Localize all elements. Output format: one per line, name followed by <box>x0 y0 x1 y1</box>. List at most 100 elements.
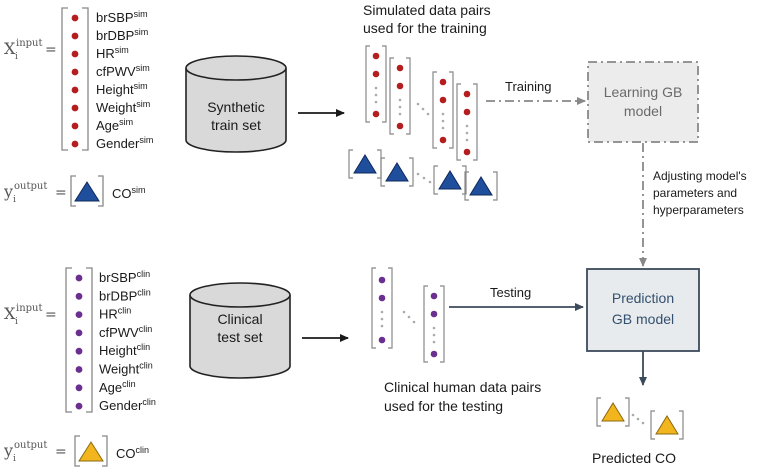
sim-vector <box>432 71 454 149</box>
equals-sign: = <box>55 444 67 460</box>
y-superscript: output <box>14 440 47 451</box>
learning-gb-model-box: Learning GB model <box>587 61 699 143</box>
clin-output-triangle-icon <box>78 441 104 462</box>
learning-model-line2: model <box>624 103 662 119</box>
feature-dot <box>75 402 83 410</box>
prediction-gb-model-box: Prediction GB model <box>586 268 700 352</box>
clin-vector <box>371 267 393 349</box>
equals-sign: = <box>45 42 57 58</box>
x-symbol: X <box>4 304 16 323</box>
feature-label-gender: Gendersim <box>96 135 153 151</box>
sim-pairs-caption-line1: Simulated data pairs <box>363 2 491 18</box>
y-symbol: y <box>3 182 13 201</box>
clin-vector <box>423 285 445 363</box>
prediction-model-line1: Prediction <box>612 290 674 306</box>
prediction-model-line2: GB model <box>612 311 674 327</box>
x-symbol: X <box>4 39 16 58</box>
blue-triangle-icon <box>438 170 462 190</box>
feature-dot <box>71 104 79 112</box>
feature-dot <box>71 86 79 94</box>
sim-feature-list: brSBPsimbrDBPsimHRsimcfPWVsimHeightsimWe… <box>96 9 153 151</box>
feature-dot <box>75 347 83 355</box>
sim-feature-dots <box>71 14 79 148</box>
yellow-triangle-icon <box>655 415 679 435</box>
clin-feature-dots <box>75 274 83 410</box>
x-subscript: i <box>15 52 18 62</box>
clin-input-label: X i input = <box>4 303 57 327</box>
equals-sign: = <box>55 185 67 201</box>
blue-triangle-icon <box>353 154 377 174</box>
synthetic-label-line2: train set <box>211 117 261 133</box>
feature-label-brdbp: brDBPsim <box>96 27 148 43</box>
y-superscript: output <box>14 181 47 192</box>
feature-dot <box>71 32 79 40</box>
x-superscript: input <box>16 303 43 314</box>
feature-dot <box>75 292 83 300</box>
feature-dot <box>75 311 83 318</box>
feature-label-weight: Weightclin <box>99 361 153 377</box>
feature-dot <box>75 366 83 373</box>
synthetic-label-line1: Synthetic <box>207 99 265 115</box>
feature-dot <box>71 68 79 76</box>
sim-training-vectors <box>365 45 478 161</box>
predicted-co-triangles <box>596 397 684 440</box>
feature-dot <box>71 122 79 130</box>
adjust-label-line1: Adjusting model's <box>653 169 747 183</box>
feature-label-cfpwv: cfPWVsim <box>96 63 150 79</box>
sim-training-targets <box>348 149 498 201</box>
feature-dot <box>75 274 83 282</box>
feature-label-gender: Genderclin <box>99 397 156 413</box>
sim-output-name: COsim <box>112 185 146 201</box>
sim-vector <box>456 83 478 161</box>
feature-dot <box>71 50 79 58</box>
feature-label-brsbp: brSBPclin <box>99 269 150 285</box>
feature-dot <box>75 329 83 337</box>
clinical-label-line1: Clinical <box>217 311 262 327</box>
x-subscript: i <box>15 317 18 327</box>
clin-output-label: y i output = COclin <box>3 435 149 467</box>
clin-output-name: COclin <box>116 445 149 461</box>
predicted-co-label: Predicted CO <box>592 450 676 466</box>
clin-pairs-caption-line2: used for the testing <box>384 398 503 414</box>
yellow-triangle-icon <box>601 402 625 422</box>
adjust-label-line3: hyperparameters <box>653 203 744 217</box>
feature-dot <box>71 140 79 148</box>
feature-label-hr: HRclin <box>99 306 131 322</box>
sim-pairs-caption-line2: used for the training <box>363 20 487 36</box>
sim-input-label: X i input = <box>4 38 57 62</box>
testing-arrow-label: Testing <box>490 285 531 300</box>
feature-label-brsbp: brSBPsim <box>96 9 148 25</box>
adjust-label-line2: parameters and <box>653 186 737 200</box>
feature-label-height: Heightsim <box>96 81 148 97</box>
feature-dot <box>71 14 79 22</box>
clinical-test-set-cylinder-icon: Clinical test set <box>189 282 291 379</box>
y-subscript: i <box>13 454 16 464</box>
clinical-label-line2: test set <box>217 329 262 345</box>
feature-label-cfpwv: cfPWVclin <box>99 324 152 340</box>
sim-vector <box>365 45 387 123</box>
blue-triangle-icon <box>469 176 493 196</box>
sim-output-triangle-icon <box>74 181 100 202</box>
feature-label-weight: Weightsim <box>96 99 150 115</box>
x-superscript: input <box>16 38 43 49</box>
blue-triangle-icon <box>385 162 409 182</box>
feature-label-height: Heightclin <box>99 342 150 358</box>
feature-label-brdbp: brDBPclin <box>99 287 151 303</box>
sim-input-bracket <box>61 7 89 151</box>
feature-label-age: Agesim <box>96 117 133 133</box>
feature-label-age: Ageclin <box>99 379 136 395</box>
y-subscript: i <box>13 195 16 205</box>
synthetic-train-set-cylinder-icon: Synthetic train set <box>185 55 287 153</box>
y-symbol: y <box>3 441 13 460</box>
sim-output-label: y i output = COsim <box>3 175 146 207</box>
clin-input-bracket <box>65 267 93 413</box>
training-arrow-label: Training <box>505 79 551 94</box>
clin-testing-vectors <box>371 267 445 363</box>
clin-pairs-caption-line1: Clinical human data pairs <box>384 379 541 395</box>
learning-model-line1: Learning GB <box>604 84 683 100</box>
feature-dot <box>75 384 83 392</box>
equals-sign: = <box>45 307 57 323</box>
